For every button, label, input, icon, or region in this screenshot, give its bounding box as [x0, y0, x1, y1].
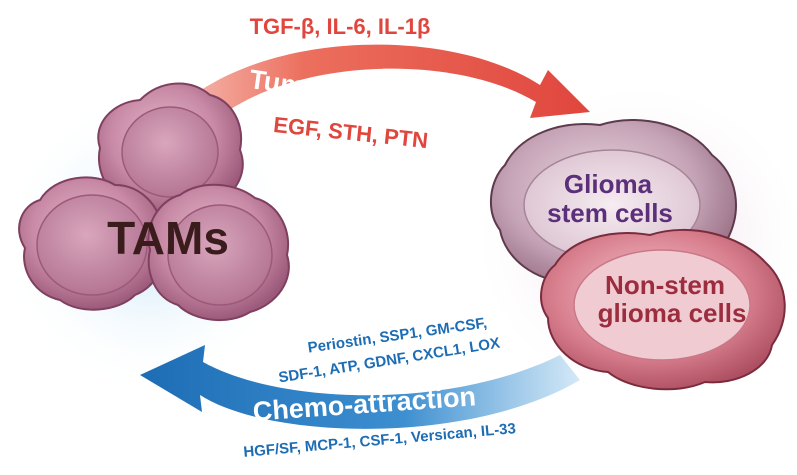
- tam-cluster: [18, 82, 290, 322]
- glioma-stem-label-line1: Glioma: [564, 169, 653, 199]
- non-stem-label-line1: Non-stem: [605, 270, 725, 300]
- tam-cell-right: [147, 183, 290, 322]
- tam-cell-left: [18, 176, 167, 311]
- non-stem-label-line2: glioma cells: [598, 298, 747, 328]
- tam-cell-top: [97, 82, 244, 219]
- glioma-stem-label-line2: stem cells: [547, 198, 673, 228]
- progression-factors-top: TGF-β, IL-6, IL-1β: [250, 14, 431, 39]
- tams-label: TAMs: [107, 212, 229, 264]
- tumor-progression-arrow: [150, 44, 590, 155]
- chemo-attraction-arrow: [140, 345, 580, 429]
- non-stem-glioma-cell: [540, 228, 786, 391]
- progression-factors-bottom: EGF, STH, PTN: [272, 112, 429, 153]
